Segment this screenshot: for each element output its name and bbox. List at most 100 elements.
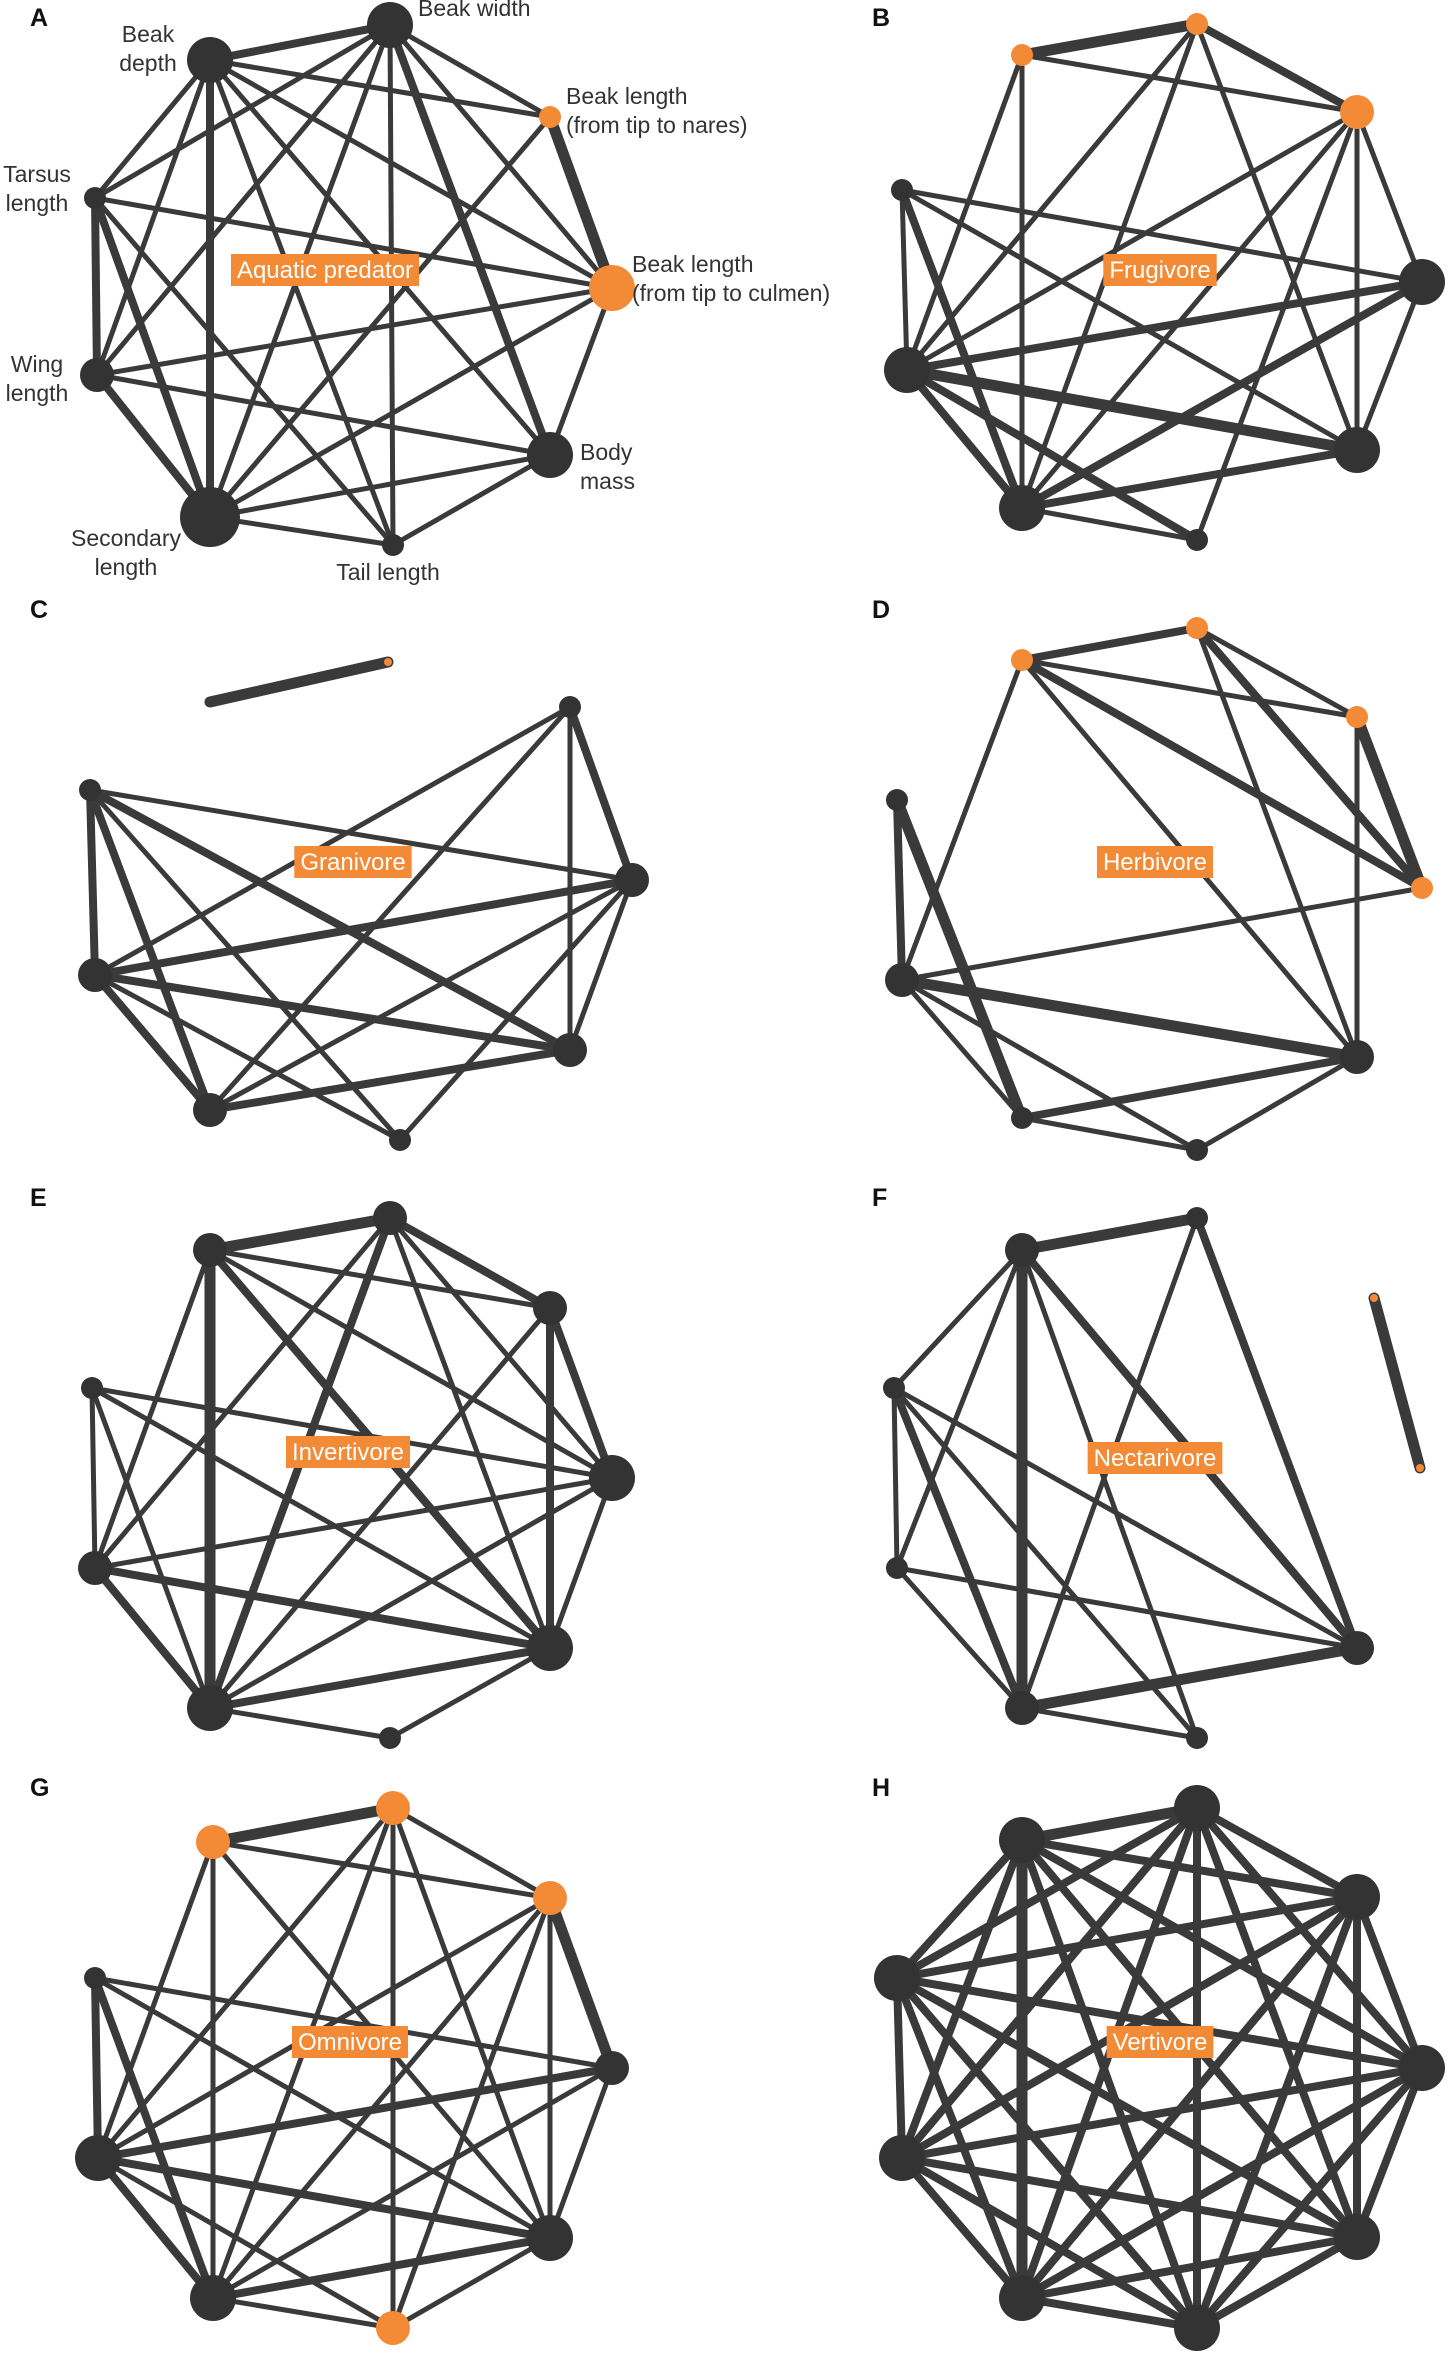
edges [86, 703, 636, 1143]
panel-g: Omnivore G [30, 1774, 629, 2345]
diet-label: Invertivore [285, 1436, 411, 1468]
node-tarsus [883, 1377, 905, 1399]
label-line: Beak width [418, 0, 531, 21]
edge [899, 977, 1025, 1121]
diet-label-text: Frugivore [1109, 257, 1210, 284]
edge [94, 2154, 554, 2242]
edge [1194, 109, 1360, 543]
node-body-mass [527, 432, 573, 478]
edge [206, 21, 394, 64]
nodes [884, 13, 1445, 551]
node-beak-width [367, 2, 413, 48]
edge [903, 366, 1201, 544]
node-tail [376, 2311, 410, 2345]
label-line: mass [580, 468, 635, 494]
edge [547, 1475, 615, 1651]
node-beak-width [373, 1201, 407, 1235]
edge [893, 1974, 1426, 2072]
node-body-mass [1334, 2214, 1380, 2260]
label-line: length [95, 554, 158, 580]
node-beak-len-culmen [553, 1033, 587, 1067]
edge [1019, 1705, 1200, 1741]
node-beak-len-culmen [589, 265, 635, 311]
edge [893, 1974, 1201, 2332]
panel-letter: G [30, 1774, 49, 1802]
node-beak-len-nares [1340, 95, 1374, 129]
node-wing [75, 2135, 121, 2181]
edge [209, 2234, 554, 2302]
nodes [80, 2, 635, 556]
edge [92, 195, 615, 291]
edge [547, 285, 615, 458]
edge [1194, 1054, 1360, 1153]
node-beak-depth [187, 37, 233, 83]
edge [898, 2154, 1026, 2302]
node-body-mass [1334, 427, 1380, 473]
node-beak-len-culmen [1411, 877, 1433, 899]
edge [1018, 278, 1426, 512]
edge [92, 1975, 615, 2071]
edge [207, 452, 553, 520]
nodes [883, 1207, 1374, 1749]
panel-letter: D [872, 596, 890, 624]
panel-letter: F [872, 1184, 887, 1212]
edge [387, 1645, 553, 1741]
label-line: Tarsus [3, 161, 71, 187]
edge [544, 111, 618, 294]
edge [546, 1304, 616, 1482]
edge [899, 187, 910, 373]
edge [210, 2065, 615, 2301]
edge [1193, 1804, 1361, 1901]
isolated-edge [1368, 1292, 1426, 1474]
node-body-mass [527, 2215, 573, 2261]
edge [207, 1247, 615, 1481]
label-wing: Wing length [6, 351, 69, 406]
edge [893, 1974, 1026, 2302]
label-tail: Tail length [336, 559, 440, 585]
edge [207, 57, 553, 120]
diet-label-text: Omnivore [298, 2029, 402, 2056]
label-line: length [6, 380, 69, 406]
edge [386, 21, 554, 459]
node-wing [80, 358, 114, 392]
node-body-mass [527, 1625, 573, 1671]
node-beak-len-culmen [1399, 259, 1445, 305]
edges [91, 1802, 618, 2331]
edge [86, 786, 214, 1114]
edge [86, 786, 574, 1054]
edge [91, 1564, 214, 1712]
edge [898, 1804, 1201, 2162]
diet-label-text: Aquatic predator [237, 257, 413, 284]
edge [92, 57, 213, 201]
edges [898, 18, 1426, 544]
edge [91, 194, 214, 521]
label-line: Wing [11, 351, 63, 377]
edge [891, 794, 1028, 1124]
edge [1019, 505, 1200, 543]
edge [89, 1385, 213, 1711]
label-body-mass: Body mass [580, 439, 635, 494]
edges [891, 624, 1428, 1153]
nodes [75, 1791, 629, 2345]
edge [899, 187, 1360, 453]
node-tarsus [891, 179, 913, 201]
node-beak-len-culmen [595, 2051, 629, 2085]
edge [92, 704, 573, 978]
isolated-node [384, 658, 392, 666]
edge [1018, 1893, 1361, 2302]
edge [1019, 52, 1360, 115]
label-line: Body [580, 439, 633, 465]
nodes [885, 617, 1433, 1161]
edge [207, 285, 615, 520]
edge [207, 57, 615, 291]
diet-label: Aquatic predator [230, 254, 420, 286]
edge [893, 796, 906, 984]
node-tail [1186, 529, 1208, 551]
panel-letter: E [30, 1184, 47, 1212]
panel-letter: H [872, 1774, 890, 1802]
edge [893, 1974, 906, 2162]
edge [891, 1247, 1025, 1391]
node-beak-len-culmen [1399, 2045, 1445, 2091]
node-tail [379, 1727, 401, 1749]
edge [86, 786, 99, 979]
